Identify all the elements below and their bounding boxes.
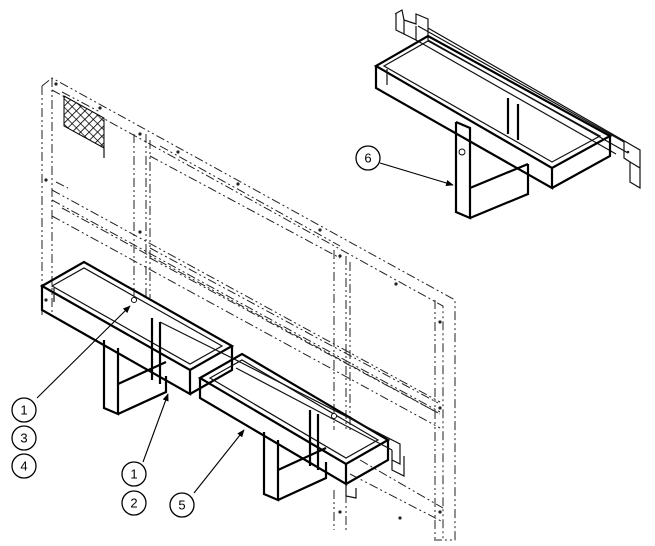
detail-rail (394, 9, 641, 190)
balloon-4-label: 4 (20, 459, 27, 474)
right-tray (197, 352, 391, 486)
balloon-4: 4 (11, 453, 37, 479)
detail-view (373, 9, 641, 220)
main-rail (159, 321, 405, 499)
balloon-1-left: 1 (11, 397, 37, 423)
panel-frame (41, 77, 456, 541)
balloon-6-label: 6 (364, 151, 371, 166)
left-bracket (102, 318, 168, 416)
balloon-3-label: 3 (20, 431, 27, 446)
left-tray (39, 260, 235, 396)
balloon-3: 3 (11, 425, 37, 451)
balloon-1-center: 1 (121, 461, 147, 487)
leader-lines (36, 162, 454, 494)
balloon-1-center-label: 1 (130, 467, 137, 482)
balloon-2-label: 2 (130, 496, 137, 511)
detail-tray (373, 34, 613, 190)
right-bracket (262, 410, 328, 502)
detail-post (454, 98, 530, 220)
balloon-2: 2 (121, 490, 147, 516)
balloon-6: 6 (355, 145, 381, 171)
balloon-1-left-label: 1 (20, 403, 27, 418)
balloon-5-label: 5 (178, 498, 185, 513)
balloon-5: 5 (169, 492, 195, 518)
mounting-holes (44, 82, 442, 520)
main-view (39, 77, 456, 541)
